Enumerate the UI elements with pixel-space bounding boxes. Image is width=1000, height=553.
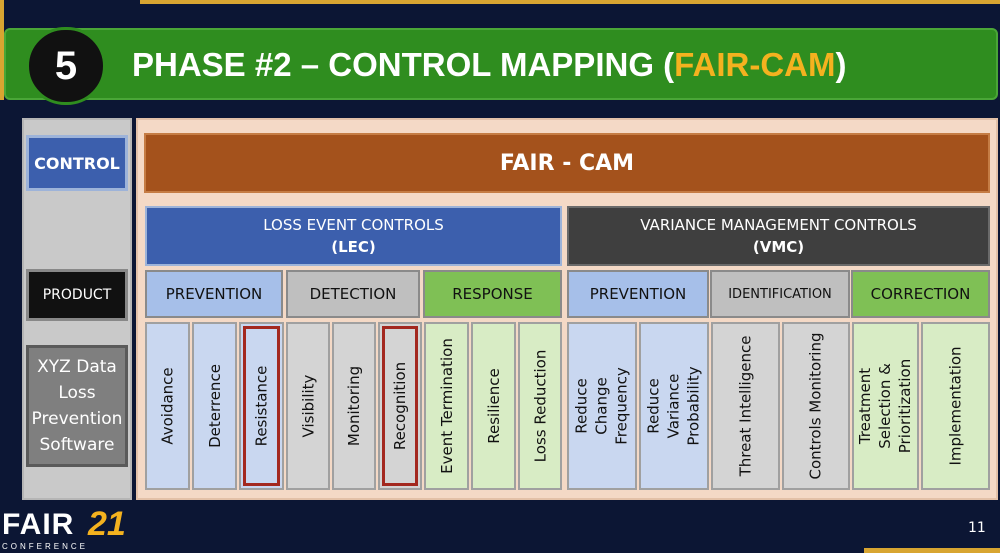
control-column-deterrence: Deterrence bbox=[192, 322, 237, 490]
title-suffix: ) bbox=[835, 46, 847, 83]
column-label: Resistance bbox=[252, 365, 271, 447]
vmc-identification-header: IDENTIFICATION bbox=[710, 270, 850, 318]
column-label: Reduce Variance Probability bbox=[645, 366, 703, 446]
column-label: Recognition bbox=[391, 361, 409, 451]
column-label: Loss Reduction bbox=[531, 349, 549, 463]
vmc-title: VARIANCE MANAGEMENT CONTROLS bbox=[640, 216, 917, 234]
page-number: 11 bbox=[968, 520, 986, 536]
column-label: Implementation bbox=[946, 346, 965, 466]
fair21-logo: FAIR 21 CONFERENCE bbox=[0, 505, 140, 553]
header-bar bbox=[4, 28, 998, 100]
lec-header: LOSS EVENT CONTROLS (LEC) bbox=[145, 206, 562, 266]
control-column-monitoring: Monitoring bbox=[332, 322, 376, 490]
column-label: Treatment Selection & Prioritization bbox=[856, 358, 915, 454]
control-column-recognition-selected: Recognition bbox=[378, 322, 422, 490]
control-column-threat-intelligence: Threat Intelligence bbox=[711, 322, 780, 490]
column-label: Visibility bbox=[299, 374, 317, 438]
logo-subtext: CONFERENCE bbox=[2, 542, 89, 551]
lec-title: LOSS EVENT CONTROLS bbox=[263, 216, 444, 234]
control-column-resistance-selected: Resistance bbox=[239, 322, 284, 490]
control-column-avoidance: Avoidance bbox=[145, 322, 190, 490]
column-label: Monitoring bbox=[345, 365, 363, 447]
control-column-event-termination: Event Termination bbox=[424, 322, 469, 490]
left-accent-bar bbox=[0, 0, 4, 100]
control-column-reduce-variance-probability: Reduce Variance Probability bbox=[639, 322, 709, 490]
slide-title: PHASE #2 – CONTROL MAPPING (FAIR-CAM) bbox=[132, 40, 846, 90]
column-label: Resilience bbox=[484, 368, 503, 444]
column-label: Controls Monitoring bbox=[807, 332, 825, 480]
column-label: Deterrence bbox=[205, 364, 224, 448]
framework-header: FAIR - CAM bbox=[144, 133, 990, 193]
lec-detection-header: DETECTION bbox=[286, 270, 420, 318]
vmc-prevention-header: PREVENTION bbox=[567, 270, 709, 318]
control-column-implementation: Implementation bbox=[921, 322, 990, 490]
control-column-controls-monitoring: Controls Monitoring bbox=[782, 322, 850, 490]
logo-number: 21 bbox=[88, 505, 126, 543]
vmc-header: VARIANCE MANAGEMENT CONTROLS (VMC) bbox=[567, 206, 990, 266]
control-column-visibility: Visibility bbox=[286, 322, 330, 490]
column-label: Threat Intelligence bbox=[736, 335, 755, 477]
control-column-resilience: Resilience bbox=[471, 322, 516, 490]
lec-abbrev: (LEC) bbox=[331, 238, 376, 256]
title-prefix: PHASE #2 – CONTROL MAPPING ( bbox=[132, 46, 675, 83]
step-badge: 5 bbox=[26, 27, 106, 105]
column-label: Event Termination bbox=[437, 338, 456, 474]
lec-prevention-header: PREVENTION bbox=[145, 270, 283, 318]
control-column-treatment-selection: Treatment Selection & Prioritization bbox=[852, 322, 919, 490]
product-name: XYZ Data Loss Prevention Software bbox=[26, 345, 128, 467]
column-label: Avoidance bbox=[158, 367, 177, 445]
logo-text: FAIR bbox=[2, 508, 75, 541]
control-column-loss-reduction: Loss Reduction bbox=[518, 322, 562, 490]
product-label: PRODUCT bbox=[26, 269, 128, 321]
title-highlight: FAIR-CAM bbox=[674, 46, 836, 83]
top-accent-bar bbox=[140, 0, 1000, 4]
vmc-abbrev: (VMC) bbox=[752, 238, 805, 256]
vmc-correction-header: CORRECTION bbox=[851, 270, 990, 318]
control-column-reduce-change-frequency: Reduce Change Frequency bbox=[567, 322, 637, 490]
bottom-accent-bar bbox=[864, 548, 1000, 553]
control-label: CONTROL bbox=[26, 135, 128, 191]
column-label: Reduce Change Frequency bbox=[573, 367, 632, 445]
lec-response-header: RESPONSE bbox=[423, 270, 562, 318]
